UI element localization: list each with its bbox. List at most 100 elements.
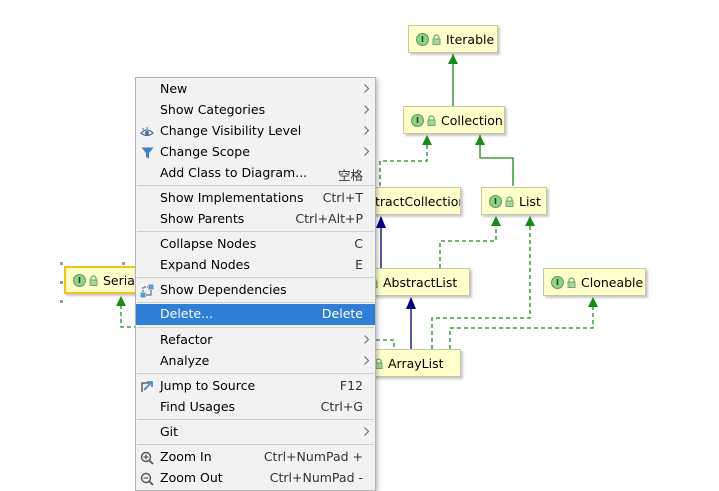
menu-item-shortcut: Delete [321, 306, 363, 321]
interface-icon: I [489, 194, 502, 208]
menu-item-new[interactable]: New [136, 79, 375, 100]
submenu-arrow-icon [364, 335, 369, 344]
edge-arraylist-cloneable [449, 297, 598, 349]
dependencies-icon [139, 283, 155, 299]
node-cloneable[interactable]: I Cloneable [543, 268, 646, 296]
menu-separator [137, 302, 374, 303]
interface-icon: I [411, 113, 424, 127]
menu-separator [137, 277, 374, 278]
node-label: Cloneable [581, 274, 644, 290]
menu-item-show-categories[interactable]: Show Categories [136, 100, 375, 121]
menu-item-label: Collapse Nodes [160, 236, 257, 251]
submenu-arrow-icon [364, 147, 369, 156]
menu-item-collapse-nodes[interactable]: Collapse Nodes C [136, 234, 375, 255]
menu-item-change-visibility[interactable]: Change Visibility Level [136, 121, 375, 142]
menu-item-label: New [160, 81, 188, 96]
menu-item-label: Jump to Source [160, 378, 256, 393]
submenu-arrow-icon [364, 84, 369, 93]
menu-item-expand-nodes[interactable]: Expand Nodes E [136, 255, 375, 276]
menu-separator [137, 231, 374, 232]
edge-list-collection [475, 135, 514, 186]
menu-item-label: Find Usages [160, 399, 236, 414]
menu-item-show-implementations[interactable]: Show Implementations Ctrl+T [136, 188, 375, 209]
menu-item-change-scope[interactable]: Change Scope [136, 142, 375, 163]
menu-item-show-dependencies[interactable]: Show Dependencies [136, 280, 375, 301]
menu-item-label: Delete... [160, 306, 213, 321]
menu-item-label: Zoom In [160, 449, 212, 464]
lock-icon [505, 195, 514, 207]
jump-to-source-icon [139, 379, 155, 395]
menu-item-label: Zoom Out [160, 470, 223, 485]
menu-separator [137, 373, 374, 374]
zoom-in-icon [139, 450, 155, 466]
submenu-arrow-icon [364, 356, 369, 365]
lock-icon [432, 33, 441, 45]
submenu-arrow-icon [364, 126, 369, 135]
edge-abstractlist-list [439, 216, 501, 268]
edge-collection-iterable [448, 54, 458, 106]
filter-icon [139, 145, 155, 161]
menu-item-label: Expand Nodes [160, 257, 250, 272]
selection-handle[interactable] [60, 300, 63, 303]
menu-item-label: Analyze [160, 353, 210, 368]
menu-item-analyze[interactable]: Analyze [136, 351, 375, 372]
eye-icon [139, 124, 155, 140]
node-collection[interactable]: I Collection [403, 106, 505, 134]
menu-item-zoom-out[interactable]: Zoom Out Ctrl+NumPad - [136, 468, 375, 489]
selection-handle[interactable] [122, 262, 125, 265]
edge-abstractlist-abstractcollection [376, 216, 386, 268]
edge-arraylist-serializable [116, 296, 395, 349]
lock-icon [427, 114, 436, 126]
interface-icon: I [551, 275, 564, 289]
interface-icon: I [416, 32, 429, 46]
menu-item-label: Change Visibility Level [160, 123, 302, 138]
menu-item-label: Git [160, 424, 179, 439]
selection-handle[interactable] [60, 262, 63, 265]
menu-separator [137, 444, 374, 445]
menu-item-label: Change Scope [160, 144, 250, 159]
menu-item-shortcut: Ctrl+NumPad + [263, 449, 363, 464]
selection-handle[interactable] [60, 281, 63, 284]
menu-item-shortcut: C [354, 236, 363, 251]
menu-item-label: Add Class to Diagram... [160, 165, 308, 180]
menu-item-label: Show Dependencies [160, 282, 287, 297]
menu-item-show-parents[interactable]: Show Parents Ctrl+Alt+P [136, 209, 375, 230]
menu-separator [137, 327, 374, 328]
node-label: Iterable [446, 31, 495, 47]
node-label: Collection [441, 112, 503, 128]
edge-arraylist-abstractlist [406, 297, 416, 349]
menu-item-label: Show Categories [160, 102, 266, 117]
menu-item-label: Show Parents [160, 211, 245, 226]
lock-icon [89, 274, 98, 286]
menu-item-jump-to-source[interactable]: Jump to Source F12 [136, 376, 375, 397]
menu-item-delete[interactable]: Delete... Delete [136, 304, 375, 325]
menu-item-shortcut: Ctrl+G [320, 399, 363, 414]
menu-item-shortcut: E [355, 257, 363, 272]
interface-icon: I [73, 273, 86, 287]
edge-abstractcollection-collection [379, 135, 432, 186]
edge-arraylist-list [431, 216, 535, 349]
menu-item-refactor[interactable]: Refactor [136, 330, 375, 351]
menu-item-shortcut: Ctrl+NumPad - [269, 470, 363, 485]
menu-item-zoom-in[interactable]: Zoom In Ctrl+NumPad + [136, 447, 375, 468]
submenu-arrow-icon [364, 427, 369, 436]
node-label: AbstractList [383, 274, 458, 290]
node-list[interactable]: I List [481, 187, 547, 215]
menu-item-shortcut: F12 [339, 378, 363, 393]
menu-item-add-class[interactable]: Add Class to Diagram... 空格 [136, 163, 375, 184]
menu-item-label: Refactor [160, 332, 213, 347]
menu-item-shortcut: Ctrl+T [322, 190, 363, 205]
submenu-arrow-icon [364, 105, 369, 114]
menu-item-label: Show Implementations [160, 190, 304, 205]
menu-separator [137, 185, 374, 186]
context-menu: New Show Categories Change Visibility Le… [135, 77, 376, 491]
menu-separator [137, 419, 374, 420]
menu-item-git[interactable]: Git [136, 422, 375, 443]
node-iterable[interactable]: I Iterable [408, 25, 498, 53]
menu-item-shortcut: Ctrl+Alt+P [295, 211, 363, 226]
menu-item-shortcut: 空格 [337, 168, 363, 183]
menu-item-find-usages[interactable]: Find Usages Ctrl+G [136, 397, 375, 418]
lock-icon [567, 276, 576, 288]
node-label: AbstractCollection [352, 193, 461, 209]
